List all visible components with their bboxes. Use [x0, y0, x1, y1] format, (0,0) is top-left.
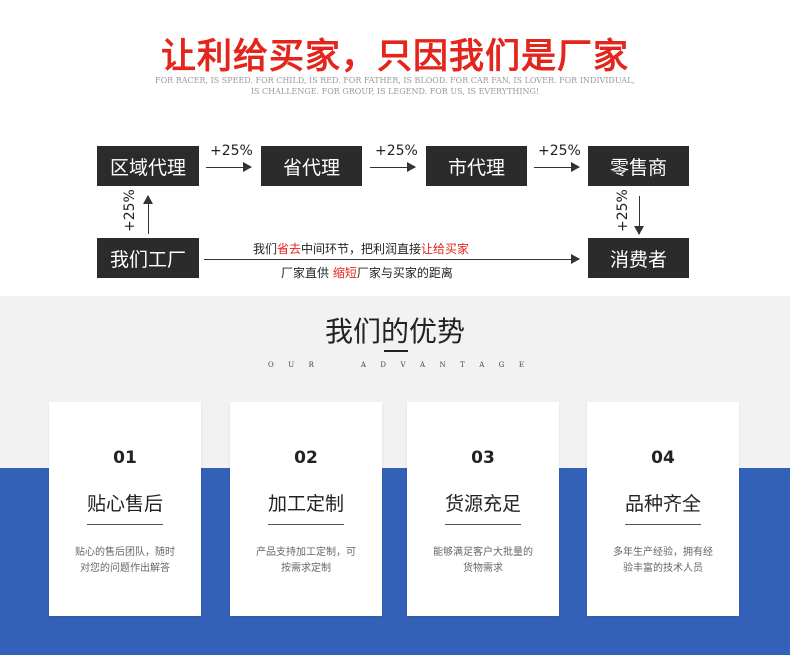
flow-section: 让利给买家，只因我们是厂家 FOR RACER, IS SPEED. FOR C… [0, 0, 790, 300]
note-line-1: 我们省去中间环节，把利润直接让给买家 [253, 240, 469, 257]
card-desc-line-1: 贴心的售后团队，随时 [75, 547, 175, 558]
subtitle-letter: A [360, 361, 366, 369]
tagline-line-1: FOR RACER, IS SPEED. FOR CHILD, IS RED. … [155, 76, 635, 85]
advantage-card-2: 02 加工定制 产品支持加工定制，可 按需求定制 [230, 402, 382, 616]
card-divider [87, 524, 163, 525]
subtitle-gap [328, 361, 346, 369]
advantage-card-3: 03 货源充足 能够满足客户大批量的 货物需求 [407, 402, 559, 616]
note1-text-d: 让给买家 [421, 242, 470, 256]
card-desc-line-2: 验丰富的技术人员 [623, 563, 703, 574]
markup-label-vertical-2: +25% [615, 189, 631, 232]
provincial-agent-box: 省代理 [261, 146, 362, 186]
card-desc-line-2: 按需求定制 [281, 563, 331, 574]
subtitle-letter: D [380, 361, 386, 369]
card-number: 01 [113, 448, 137, 468]
markup-label-1: +25% [210, 143, 253, 159]
subtitle-letter: R [308, 361, 314, 369]
advantage-title: 我们的优势 [324, 315, 465, 348]
subtitle-letter: U [288, 361, 295, 369]
card-title: 品种齐全 [624, 493, 701, 515]
note-line-2: 厂家直供 缩短厂家与买家的距离 [281, 264, 453, 281]
card-description: 贴心的售后团队，随时 对您的问题作出解答 [63, 545, 187, 577]
note1-text-a: 我们 [253, 242, 278, 256]
markup-label-vertical-1: +25% [122, 189, 138, 232]
markup-label-2: +25% [375, 143, 418, 159]
subtitle-letter: V [400, 361, 406, 369]
arrow-down [634, 196, 644, 235]
advantage-card-4: 04 品种齐全 多年生产经验，拥有经 验丰富的技术人员 [587, 402, 739, 616]
card-desc-line-2: 对您的问题作出解答 [80, 563, 170, 574]
city-agent-box: 市代理 [426, 146, 527, 186]
card-desc-line-1: 产品支持加工定制，可 [256, 547, 356, 558]
card-divider [445, 524, 521, 525]
card-description: 产品支持加工定制，可 按需求定制 [244, 545, 368, 577]
headline: 让利给买家，只因我们是厂家 [160, 37, 629, 77]
note2-text-c: 厂家与买家的距离 [356, 266, 453, 280]
arrow-right-1 [206, 162, 252, 172]
card-desc-line-2: 货物需求 [463, 563, 503, 574]
card-title: 贴心售后 [86, 493, 163, 515]
card-title: 加工定制 [267, 493, 344, 515]
consumer-box: 消费者 [588, 238, 689, 278]
advantage-subtitle: O U R A D V A N T A G E [268, 361, 524, 369]
subtitle-letter: A [479, 361, 485, 369]
tagline: FOR RACER, IS SPEED. FOR CHILD, IS RED. … [150, 75, 640, 97]
card-title: 货源充足 [444, 493, 521, 515]
subtitle-letter: N [439, 361, 446, 369]
regional-agent-box: 区域代理 [97, 146, 199, 186]
title-underline [384, 350, 408, 352]
card-description: 能够满足客户大批量的 货物需求 [421, 545, 545, 577]
tagline-line-2: IS CHALLENGE. FOR GROUP, IS LEGEND. FOR … [250, 87, 540, 96]
card-divider [268, 524, 344, 525]
retailer-box: 零售商 [588, 146, 689, 186]
advantage-card-1: 01 贴心售后 贴心的售后团队，随时 对您的问题作出解答 [49, 402, 201, 616]
card-desc-line-1: 多年生产经验，拥有经 [613, 547, 713, 558]
subtitle-letter: O [268, 361, 274, 369]
arrow-direct [204, 254, 580, 264]
subtitle-letter: T [460, 361, 465, 369]
arrow-right-2 [370, 162, 416, 172]
card-number: 03 [471, 448, 495, 468]
factory-box: 我们工厂 [97, 238, 199, 278]
note1-text-c: 中间环节，把利润直接 [301, 242, 422, 256]
card-description: 多年生产经验，拥有经 验丰富的技术人员 [601, 545, 725, 577]
card-desc-line-1: 能够满足客户大批量的 [433, 547, 533, 558]
card-number: 04 [651, 448, 675, 468]
note2-text-b: 缩短 [332, 266, 357, 280]
card-number: 02 [294, 448, 318, 468]
arrow-right-3 [534, 162, 580, 172]
arrow-up [143, 195, 153, 234]
markup-label-3: +25% [538, 143, 581, 159]
subtitle-letter: E [518, 361, 524, 369]
subtitle-letter: G [498, 361, 505, 369]
card-divider [625, 524, 701, 525]
note2-text-a: 厂家直供 [281, 266, 333, 280]
note1-text-b: 省去 [277, 242, 302, 256]
subtitle-letter: A [419, 361, 426, 369]
